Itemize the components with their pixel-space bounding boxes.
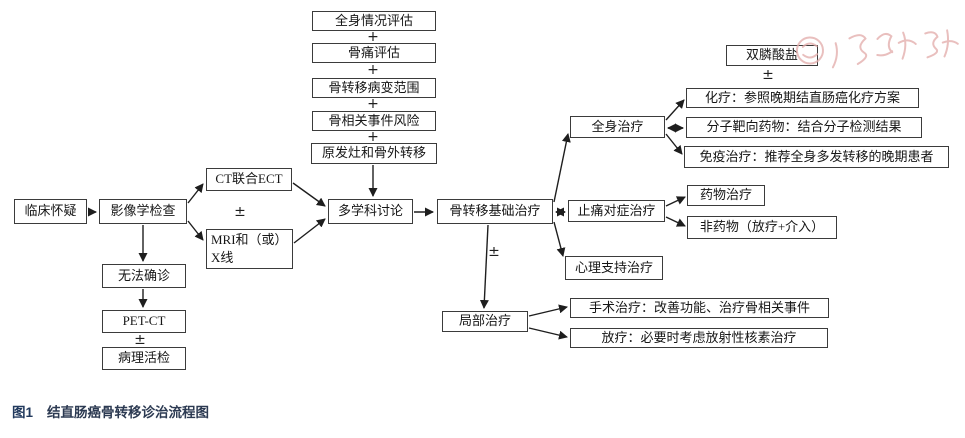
arrow-bonebase-to-systemic <box>553 133 571 203</box>
node-bisphosphonate: 双膦酸盐 <box>726 45 818 66</box>
node-bone-met-base: 骨转移基础治疗 <box>437 199 553 224</box>
arrow-local-to-surgery <box>528 304 568 317</box>
figure-caption-label: 图1 <box>12 405 34 420</box>
arrow-ctect-to-mdt <box>292 182 326 207</box>
arrow-bonebase-to-local <box>479 224 489 309</box>
node-immuno: 免疫治疗：推荐全身多发转移的晚期患者 <box>684 146 949 168</box>
arrow-imaging-to-ctect <box>187 183 204 204</box>
plus-sign-3: + <box>367 96 379 112</box>
node-clinical-suspicion: 临床怀疑 <box>14 199 87 224</box>
node-chemo: 化疗：参照晚期结直肠癌化疗方案 <box>686 88 919 108</box>
arrow-local-to-radio <box>528 327 568 340</box>
node-drug-treatment: 药物治疗 <box>687 185 765 206</box>
node-non-drug: 非药物（放疗+介入） <box>687 216 837 239</box>
plus-sign-4: + <box>367 129 379 145</box>
node-eval-extent: 骨转移病变范围 <box>312 78 436 98</box>
node-local-treatment: 局部治疗 <box>442 311 528 332</box>
node-pain-treatment: 止痛对症治疗 <box>568 200 665 222</box>
node-eval-primary: 原发灶和骨外转移 <box>311 143 437 164</box>
node-ct-ect: CT联合ECT <box>206 168 292 191</box>
node-eval-pain: 骨痛评估 <box>312 43 436 63</box>
arrow-systemic-to-chemo <box>665 99 685 121</box>
arrow-mri-to-mdt <box>293 218 326 244</box>
arrow-systemic-to-immuno <box>665 133 683 155</box>
plusminus-base-local: ± <box>488 244 500 260</box>
arrow-pain-to-nondrug <box>665 216 686 227</box>
node-surgery: 手术治疗：改善功能、治疗骨相关事件 <box>570 298 829 318</box>
arrow-imaging-to-mri <box>187 220 204 241</box>
plusminus-bisph-chemo: ± <box>762 67 774 83</box>
node-undiagnosed: 无法确诊 <box>102 264 186 288</box>
node-mri-xray: MRI和（或）X线 <box>206 229 293 269</box>
node-imaging-exam: 影像学检查 <box>99 199 187 224</box>
node-systemic: 全身治疗 <box>570 116 665 138</box>
node-mdt: 多学科讨论 <box>328 199 413 224</box>
plusminus-pet-biopsy: ± <box>134 332 146 348</box>
node-psych-support: 心理支持治疗 <box>565 256 663 280</box>
plus-sign-2: + <box>367 62 379 78</box>
node-eval-sre-risk: 骨相关事件风险 <box>312 111 436 131</box>
figure-caption-text: 结直肠癌骨转移诊治流程图 <box>47 405 210 420</box>
node-eval-general: 全身情况评估 <box>312 11 436 31</box>
node-biopsy: 病理活检 <box>102 347 186 370</box>
plus-sign-1: + <box>367 29 379 45</box>
node-targeted: 分子靶向药物：结合分子检测结果 <box>686 117 922 138</box>
node-radiotherapy: 放疗：必要时考虑放射性核素治疗 <box>570 328 828 348</box>
figure-caption: 图1 结直肠癌骨转移诊治流程图 <box>12 401 209 421</box>
plusminus-ct-mri: ± <box>234 204 246 220</box>
arrow-bonebase-to-psych <box>553 221 566 257</box>
node-pet-ct: PET-CT <box>102 310 186 333</box>
arrow-pain-to-drug <box>665 196 686 207</box>
